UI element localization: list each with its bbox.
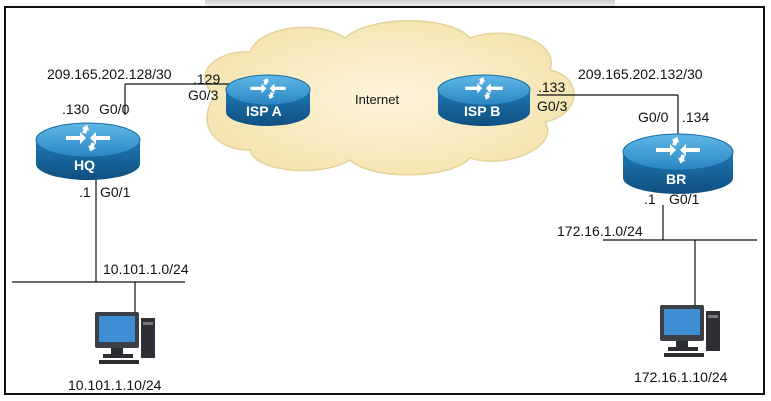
pc-br-icon [660, 305, 720, 357]
br-pc-address: 172.16.1.10/24 [634, 369, 728, 385]
hq-g00-ip: .130 [62, 101, 90, 117]
br-g01-interface: G0/1 [669, 191, 700, 207]
hq-g00-interface: G0/0 [99, 101, 130, 117]
isp-b-interface: G0/3 [537, 98, 568, 114]
isp-b-ip: .133 [538, 79, 566, 95]
internet-label: Internet [355, 92, 400, 107]
router-isp-b-icon [437, 74, 531, 126]
router-br-label: BR [666, 171, 687, 187]
hq-isp-subnet: 209.165.202.128/30 [47, 66, 172, 82]
hq-pc-address: 10.101.1.10/24 [68, 377, 162, 393]
links [12, 83, 757, 322]
router-br-icon [622, 133, 734, 194]
isp-a-interface: G0/3 [188, 87, 219, 103]
router-isp-b-label: ISP B [464, 103, 501, 119]
router-isp-a-icon [225, 74, 311, 126]
br-g01-ip: .1 [644, 191, 656, 207]
isp-a-ip: .129 [193, 71, 221, 87]
br-lan-subnet: 172.16.1.0/24 [557, 223, 643, 239]
br-g00-ip: .134 [682, 109, 710, 125]
router-hq-label: HQ [74, 157, 95, 173]
br-g00-interface: G0/0 [638, 109, 669, 125]
br-isp-subnet: 209.165.202.132/30 [578, 66, 703, 82]
hq-g01-interface: G0/1 [100, 184, 131, 200]
internet-cloud [204, 20, 575, 176]
top-shadow [205, 0, 615, 10]
hq-g01-ip: .1 [79, 184, 91, 200]
router-hq-icon [35, 122, 141, 180]
pc-hq-icon [95, 312, 155, 364]
hq-lan-subnet: 10.101.1.0/24 [103, 261, 189, 277]
router-isp-a-label: ISP A [246, 103, 282, 119]
